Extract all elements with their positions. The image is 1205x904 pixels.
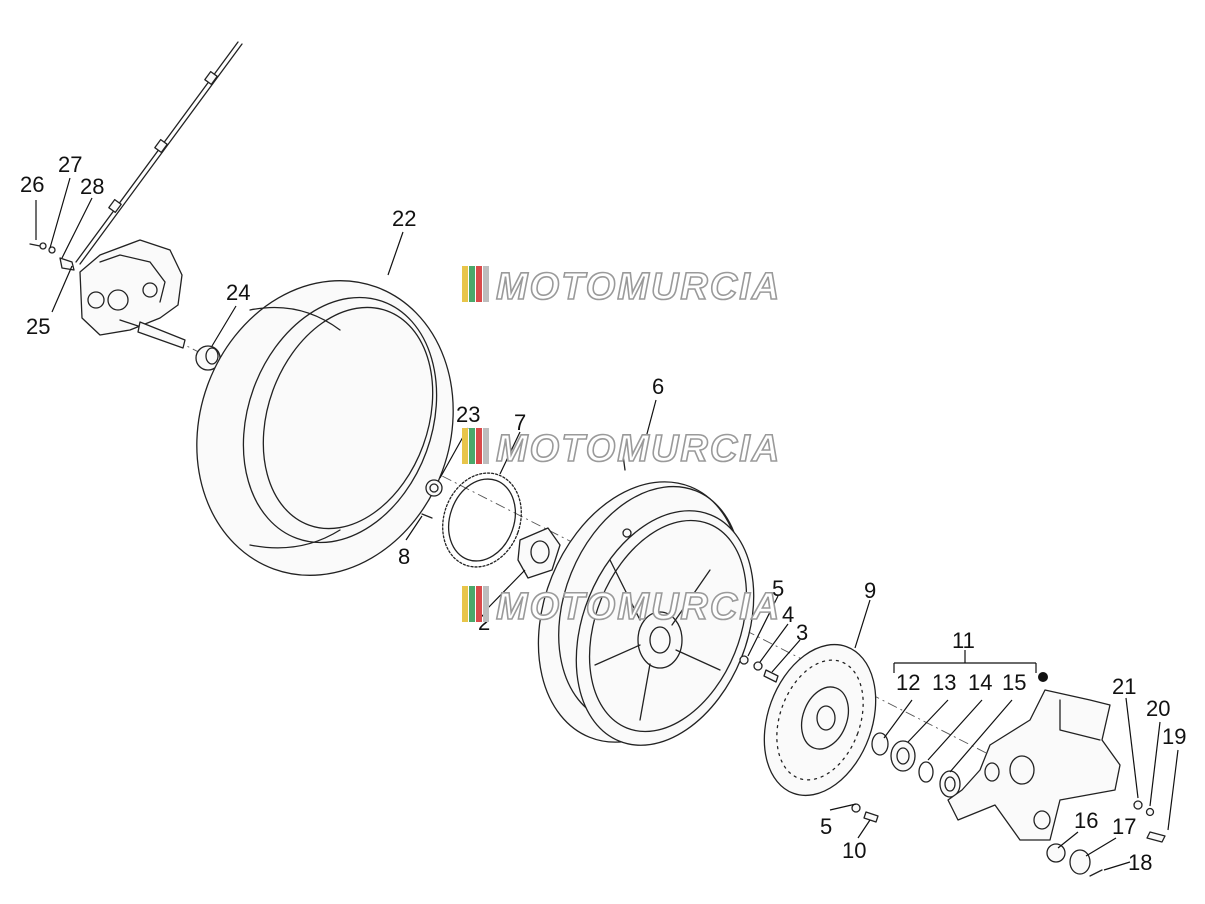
washer-20 [1145,807,1155,817]
callout-7: 7 [514,410,526,435]
watermark-middle: MOTOMURCIA [462,427,781,471]
gearbox-housing [79,239,186,349]
bearing-13 [890,740,916,772]
callout-5-lower: 5 [820,814,832,839]
speedometer-cable [75,41,243,265]
bolt-19 [1146,831,1166,843]
spacer-16 [1046,843,1066,863]
callout-8: 8 [398,544,410,569]
washer-21 [1133,800,1143,810]
callout-20: 20 [1146,696,1170,721]
washer-5a [739,655,749,665]
callout-12: 12 [896,670,920,695]
callout-3: 3 [796,620,808,645]
valve-6 [622,454,626,471]
callout-15: 15 [1002,670,1026,695]
washer-4 [753,661,763,671]
watermark-top: MOTOMURCIA [462,265,781,309]
brake-disc [763,643,877,797]
swing-arm-bracket [947,672,1121,841]
watermark-text: MOTOMURCIA [496,428,781,470]
callout-25: 25 [26,314,50,339]
pin-18 [1089,869,1103,877]
watermark-text: MOTOMURCIA [496,586,781,628]
callout-10: 10 [842,838,866,863]
cable-fittings [29,242,75,271]
screw-8 [421,513,433,519]
abs-tone-ring [442,472,522,568]
callout-16: 16 [1074,808,1098,833]
kit-dot [1038,672,1048,682]
callout-4: 4 [782,602,794,627]
callout-22: 22 [392,206,416,231]
callout-19: 19 [1162,724,1186,749]
callout-23: 23 [456,402,480,427]
callout-18: 18 [1128,850,1152,875]
seal-12 [871,732,889,756]
tyre [196,280,454,576]
leader-lines [35,177,1179,871]
callout-24: 24 [226,280,250,305]
bearing-23 [425,479,443,497]
callout-27: 27 [58,152,82,177]
callout-14: 14 [968,670,992,695]
callout-9: 9 [864,578,876,603]
callout-28: 28 [80,174,104,199]
watermark-bottom: MOTOMURCIA [462,585,781,629]
watermark-text: MOTOMURCIA [496,266,781,308]
callout-17: 17 [1112,814,1136,839]
wheel-rim [537,481,755,746]
hub-flange [517,527,561,579]
callout-5-upper: 5 [772,576,784,601]
callout-26: 26 [20,172,44,197]
callout-13: 13 [932,670,956,695]
circlip-14 [918,761,934,783]
callout-6: 6 [652,374,664,399]
seal-15 [939,770,961,798]
nut-17 [1069,849,1091,875]
callout-11: 11 [952,628,975,653]
bolt-3 [763,669,779,683]
screw-10 [863,811,879,823]
callout-21: 21 [1112,674,1136,699]
